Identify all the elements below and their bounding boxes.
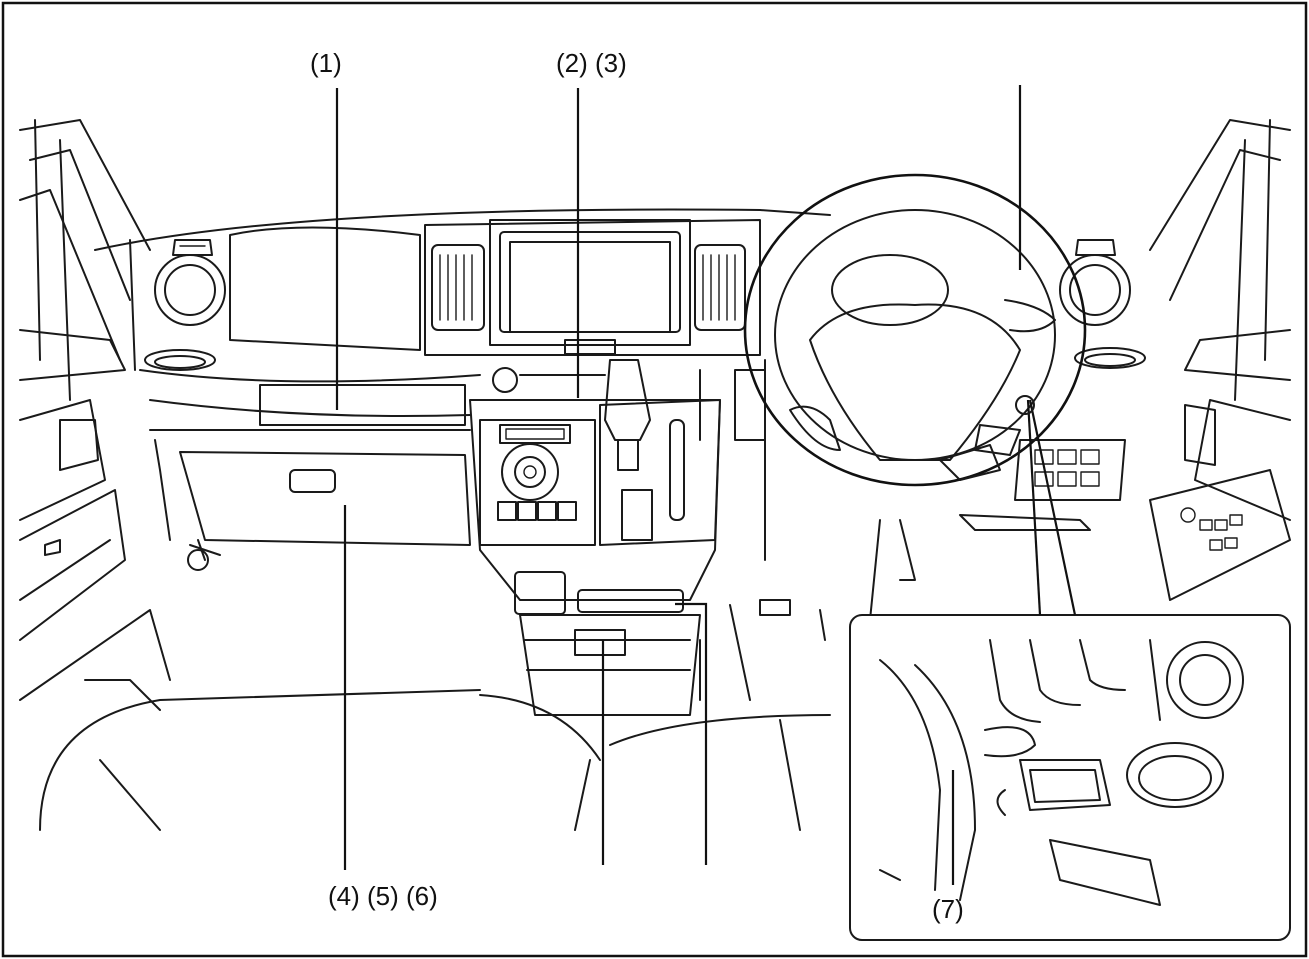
label-4-5-6: (4) (5) (6) bbox=[328, 881, 438, 911]
right-vent bbox=[1059, 239, 1146, 369]
inset-detail bbox=[849, 614, 1291, 941]
label-1: (1) bbox=[310, 48, 342, 78]
ignition-point bbox=[1015, 395, 1035, 415]
seats bbox=[39, 604, 831, 831]
center-right-dash bbox=[699, 359, 916, 621]
leader-tray bbox=[675, 602, 708, 865]
center-stack bbox=[424, 219, 761, 716]
switch-panel bbox=[959, 424, 1126, 531]
inset-connector-left bbox=[1026, 399, 1042, 616]
right-pillar bbox=[1149, 119, 1291, 601]
steering-wheel bbox=[743, 173, 1087, 487]
label-7: (7) bbox=[932, 894, 964, 924]
inset-connector-right bbox=[1028, 399, 1077, 616]
label-2-3: (2) (3) bbox=[556, 48, 627, 78]
left-vent bbox=[144, 239, 226, 371]
left-pillar bbox=[19, 119, 171, 711]
glovebox bbox=[179, 384, 471, 571]
